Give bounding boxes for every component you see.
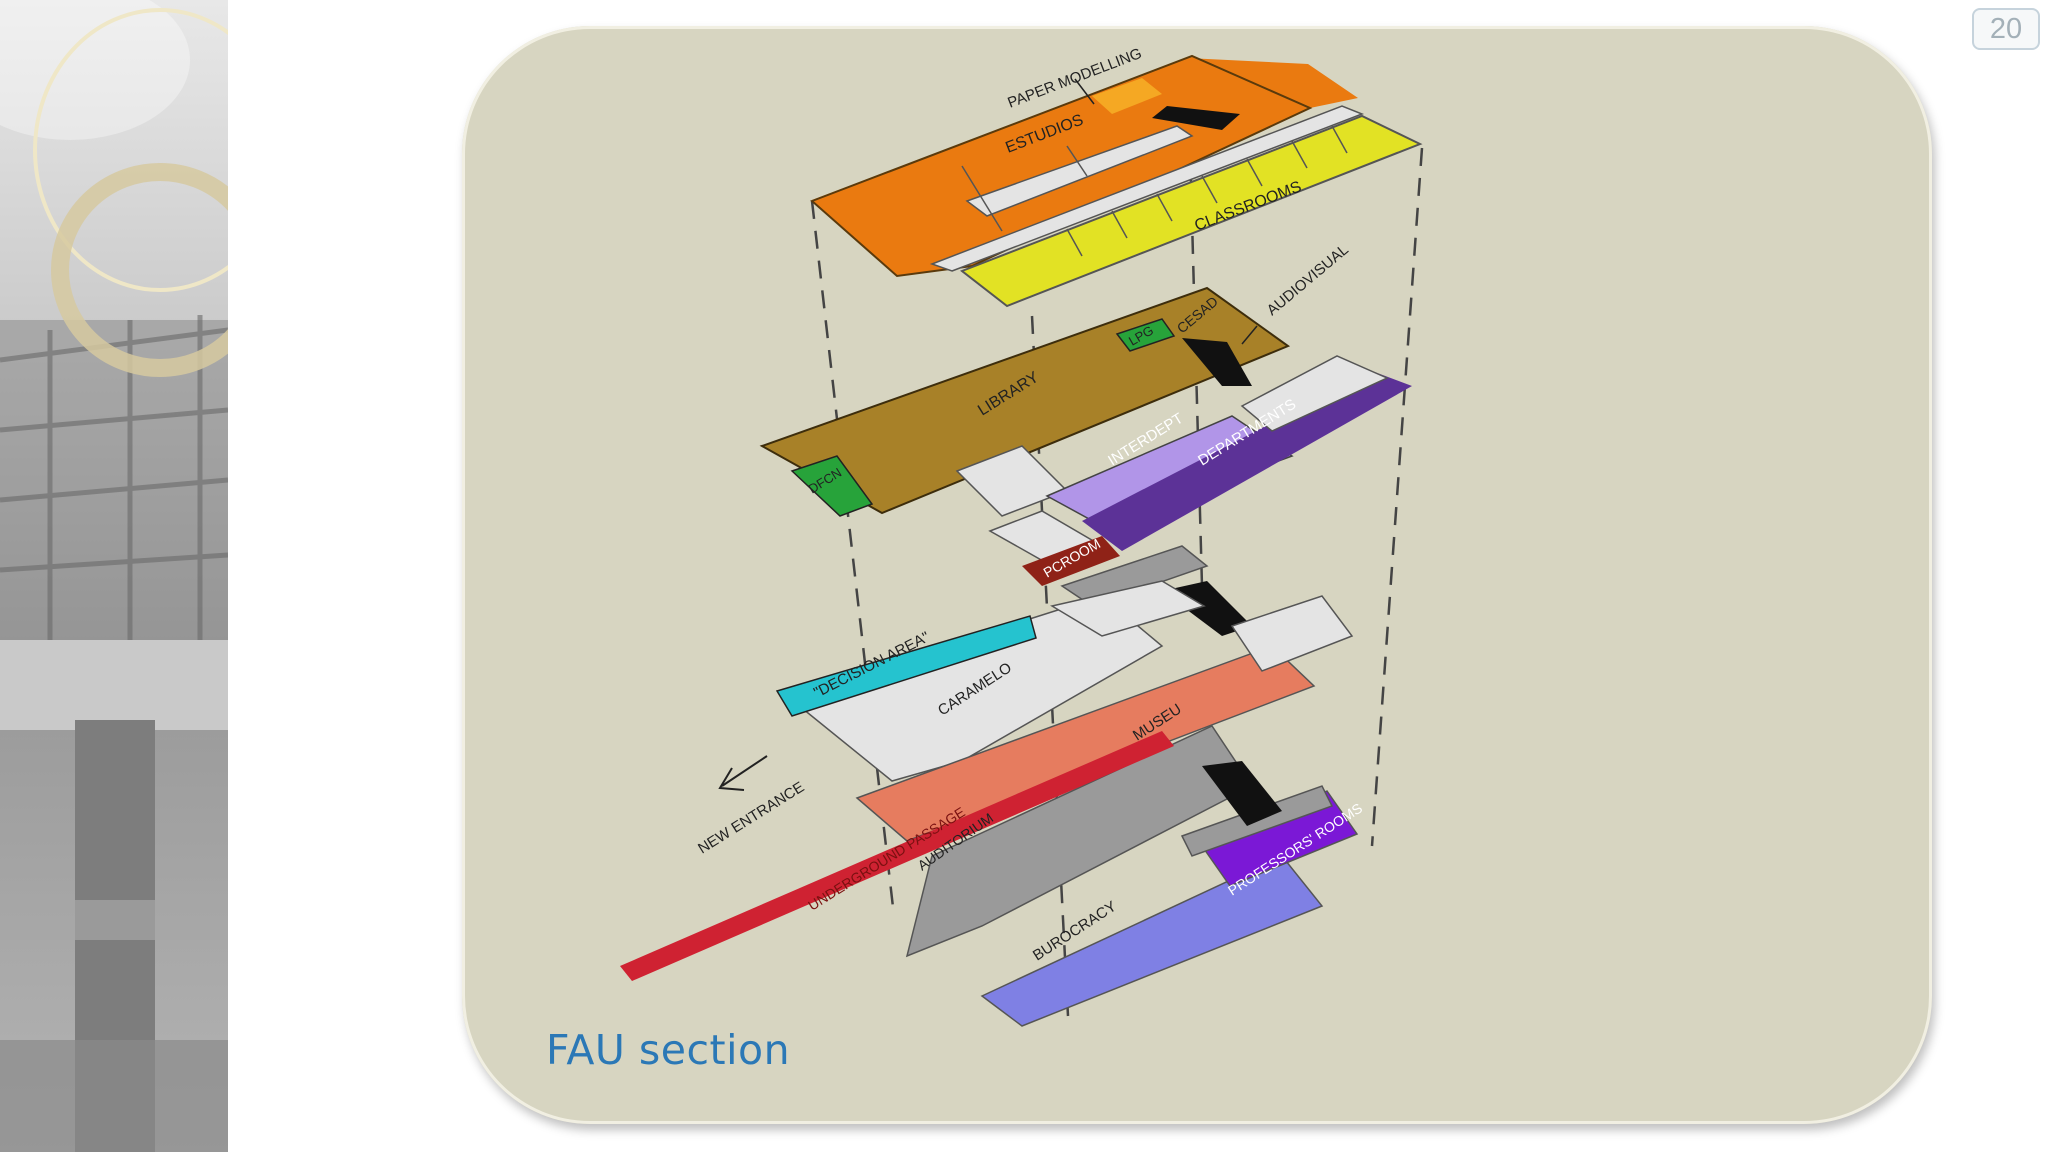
paper-modelling-block: [1092, 78, 1162, 114]
level-top: PAPER MODELLING ESTUDIOS CLASSROOMS: [810, 45, 1423, 308]
corridor-inner: [965, 125, 1194, 217]
content-panel: PAPER MODELLING ESTUDIOS CLASSROOMS AUDI…: [462, 26, 1932, 1124]
classrooms-slab: [959, 114, 1423, 308]
new-entrance-annotation: NEW ENTRANCE: [695, 755, 807, 857]
corridor-museu: [1230, 595, 1354, 672]
caramelo-slab: [785, 595, 1164, 782]
slide-caption: FAU section: [546, 1026, 791, 1074]
stair-library: [1182, 338, 1252, 386]
corridor-top: [929, 105, 1365, 272]
stair-bottom: [1202, 761, 1282, 826]
decision-area-block: [775, 615, 1037, 717]
interdept-slab: [1045, 415, 1294, 527]
stair-top: [1152, 106, 1240, 130]
slide-number: 20: [1972, 8, 2040, 50]
departments-slab: [1082, 371, 1412, 551]
side-photo: [0, 0, 228, 1152]
label-audiovisual: AUDIOVISUAL: [1264, 241, 1352, 319]
exploded-axonometric-diagram: PAPER MODELLING ESTUDIOS CLASSROOMS AUDI…: [620, 45, 1424, 1027]
burocracy-slab: [980, 855, 1324, 1027]
level-middle: PCROOM "DECISION AREA" CARAMELO MUSEU: [775, 510, 1354, 842]
museu-slab: [855, 645, 1316, 842]
corridor-middle: [1050, 580, 1206, 637]
label-new-entrance: NEW ENTRANCE: [695, 778, 807, 857]
studios-slab: [812, 58, 1358, 201]
underground-passage: [620, 731, 1174, 981]
dfcn-block: [790, 455, 874, 517]
lpg-block: [1115, 318, 1176, 352]
pcroom-block: [1022, 536, 1120, 586]
corridor-departments: [1240, 355, 1389, 432]
level-library: AUDIOVISUAL CESAD LPG LIBRARY DFCN INTER…: [759, 241, 1412, 551]
